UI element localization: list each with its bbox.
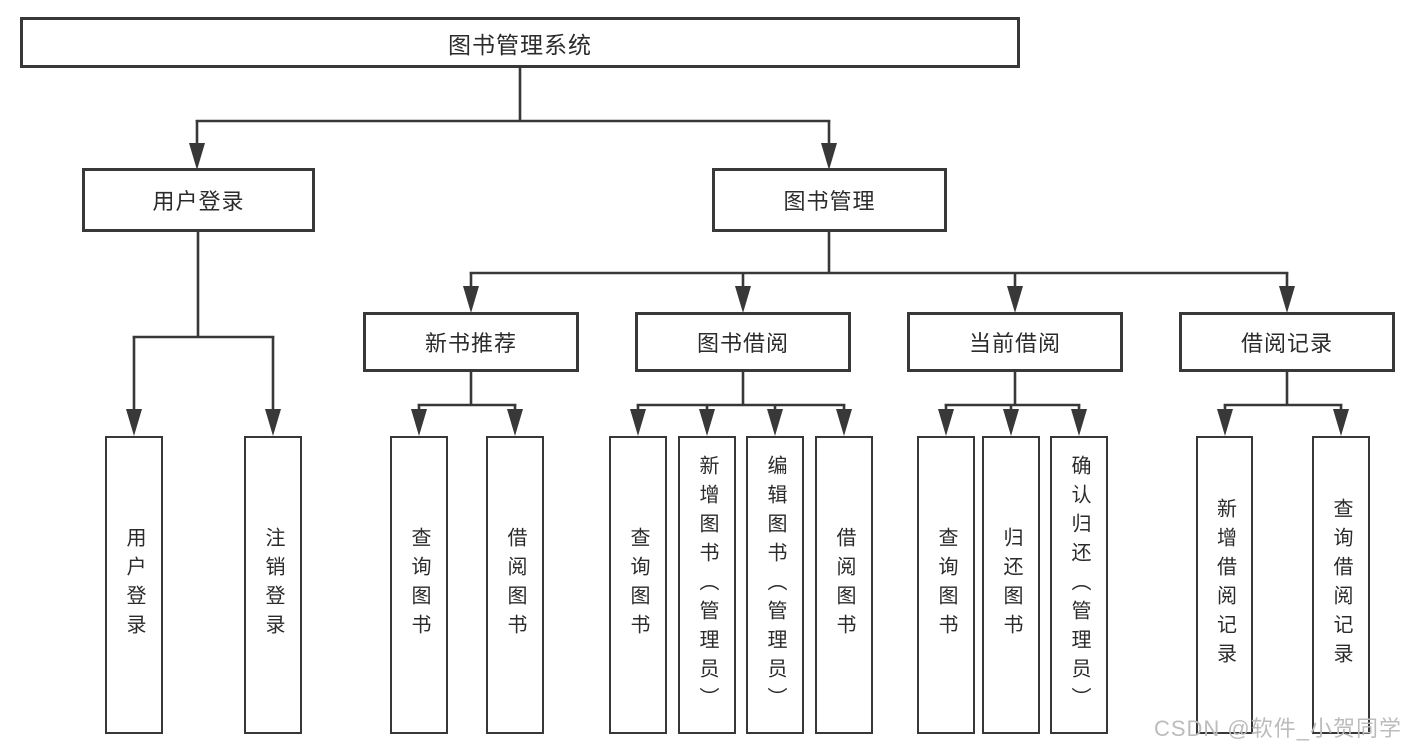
- arrow-down-icon: [1007, 286, 1023, 313]
- leaf-query-borrow-record: 查询借阅记录: [1312, 436, 1370, 734]
- arrow-down-icon: [821, 143, 837, 170]
- leaf-query-book-2: 查询图书: [609, 436, 667, 734]
- node-current-borrow: 当前借阅: [907, 312, 1123, 372]
- arrow-down-icon: [189, 143, 205, 170]
- leaf-label: 查询图书: [627, 527, 649, 643]
- leaf-label: 查询借阅记录: [1330, 498, 1352, 672]
- arrow-down-icon: [463, 286, 479, 313]
- leaf-label: 编辑图书（管理员）: [764, 454, 786, 716]
- leaf-query-book-3: 查询图书: [917, 436, 975, 734]
- arrow-down-icon: [938, 409, 954, 436]
- node-new-book-recommend: 新书推荐: [363, 312, 579, 372]
- node-borrow-record: 借阅记录: [1179, 312, 1395, 372]
- leaf-label: 注销登录: [262, 527, 284, 643]
- leaf-add-borrow-record: 新增借阅记录: [1196, 436, 1253, 734]
- arrow-down-icon: [1333, 409, 1349, 436]
- arrow-down-icon: [1279, 286, 1295, 313]
- leaf-label: 新增图书（管理员）: [696, 454, 718, 716]
- arrow-down-icon: [767, 409, 783, 436]
- arrow-down-icon: [1071, 409, 1087, 436]
- arrow-down-icon: [630, 409, 646, 436]
- node-user-login: 用户登录: [82, 168, 315, 232]
- node-library-management-system: 图书管理系统: [20, 17, 1020, 68]
- leaf-label: 查询图书: [408, 527, 430, 643]
- leaf-label: 借阅图书: [504, 527, 526, 643]
- leaf-user-login: 用户登录: [105, 436, 163, 734]
- leaf-label: 新增借阅记录: [1213, 498, 1236, 672]
- leaf-confirm-return-admin: 确认归还（管理员）: [1050, 436, 1108, 734]
- csdn-watermark: CSDN @软件_小贺同学: [1153, 716, 1402, 741]
- arrow-down-icon: [735, 286, 751, 313]
- arrow-down-icon: [411, 409, 427, 436]
- arrow-down-icon: [265, 409, 281, 436]
- leaf-logout: 注销登录: [244, 436, 302, 734]
- leaf-query-book-1: 查询图书: [390, 436, 448, 734]
- leaf-return-book: 归还图书: [982, 436, 1040, 734]
- leaf-label: 确认归还（管理员）: [1068, 454, 1090, 716]
- leaf-label: 归还图书: [1000, 527, 1022, 643]
- node-book-borrow: 图书借阅: [635, 312, 851, 372]
- leaf-add-book-admin: 新增图书（管理员）: [678, 436, 736, 734]
- leaf-borrow-book-2: 借阅图书: [815, 436, 873, 734]
- arrow-down-icon: [507, 409, 523, 436]
- node-book-management: 图书管理: [712, 168, 947, 232]
- leaf-label: 用户登录: [123, 527, 145, 643]
- leaf-label: 查询图书: [935, 527, 957, 643]
- arrow-down-icon: [1217, 409, 1233, 436]
- leaf-label: 借阅图书: [833, 527, 855, 643]
- arrow-down-icon: [126, 409, 142, 436]
- arrow-down-icon: [1003, 409, 1019, 436]
- leaf-borrow-book-1: 借阅图书: [486, 436, 544, 734]
- leaf-edit-book-admin: 编辑图书（管理员）: [746, 436, 804, 734]
- arrowhead-icons: [126, 143, 1349, 436]
- arrow-down-icon: [699, 409, 715, 436]
- arrow-down-icon: [836, 409, 852, 436]
